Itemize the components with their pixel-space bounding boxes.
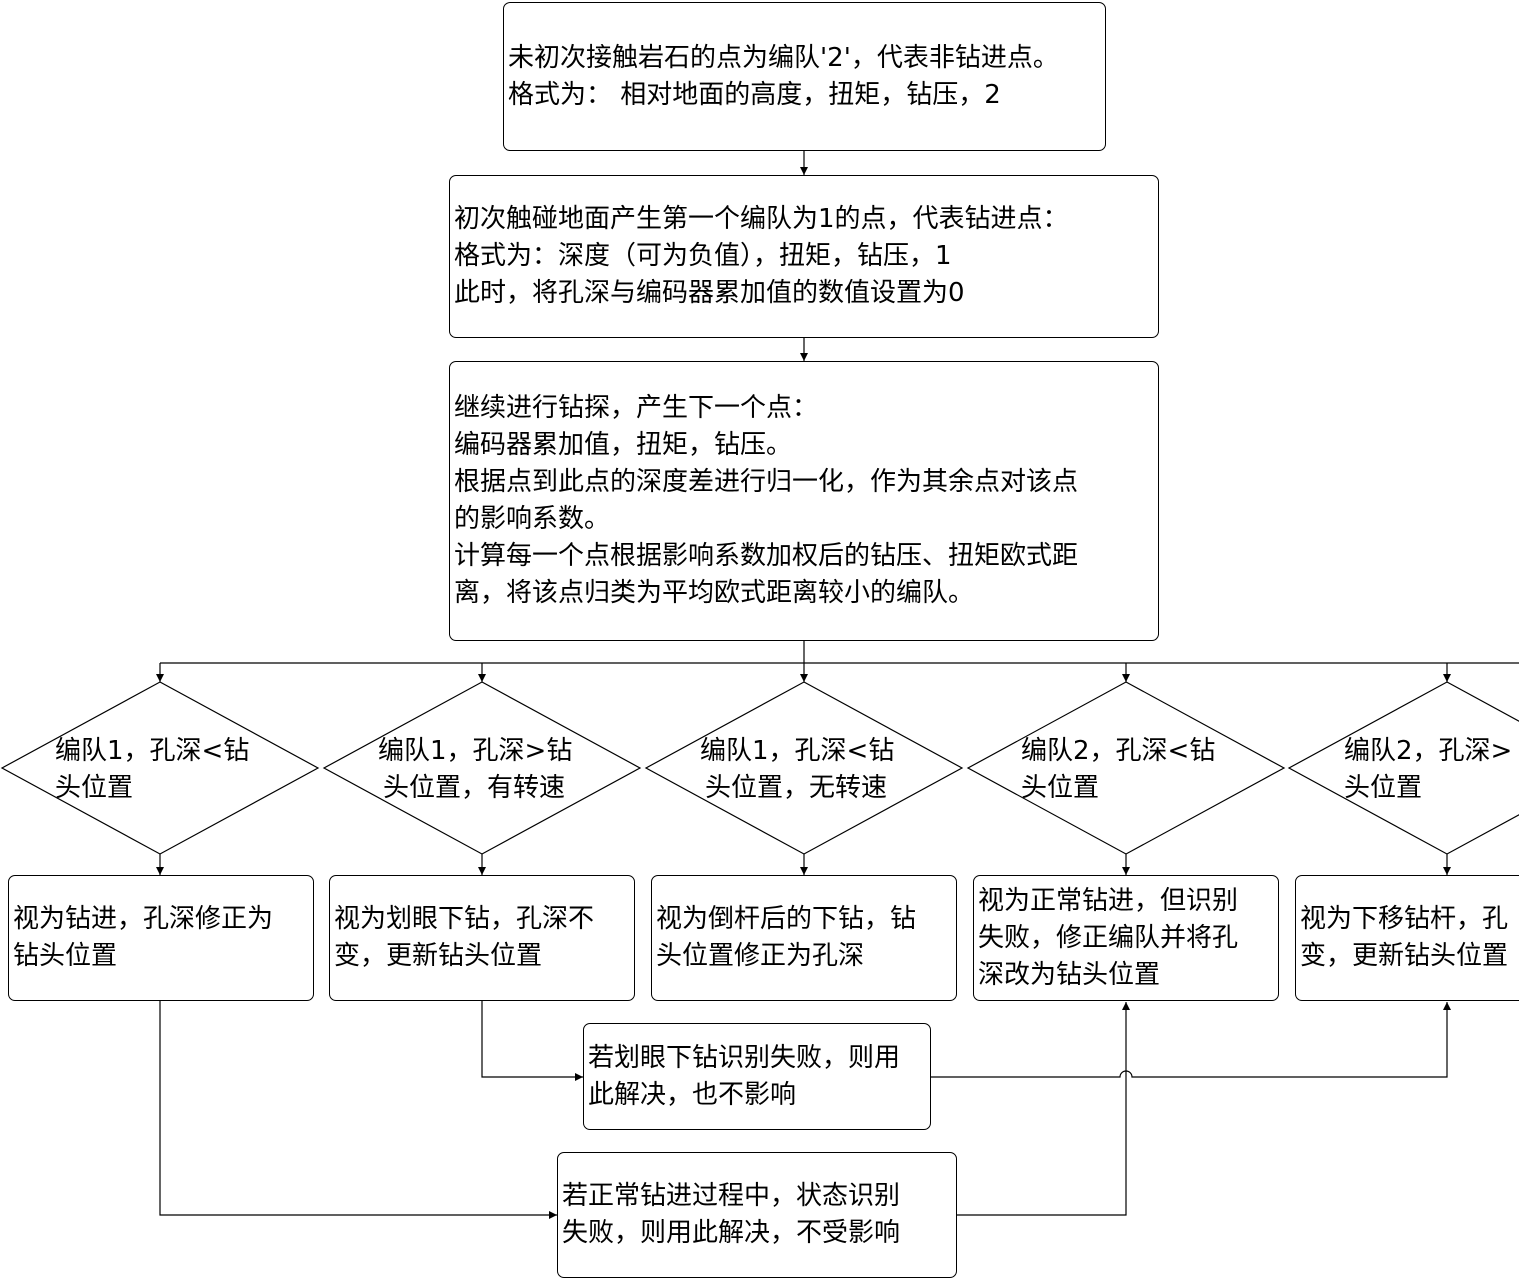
fix-box-normal: 若正常钻进过程中，状态识别 失败，则用此解决，不受影响	[557, 1152, 957, 1278]
decision-line: 头位置，无转速	[705, 773, 888, 803]
fix-box-reaming: 若划眼下钻识别失败，则用 此解决，也不影响	[583, 1023, 931, 1130]
box-line: 格式为：深度（可为负值），扭矩，钻压，1	[454, 241, 952, 271]
result-box-3: 视为倒杆后的下钻，钻 头位置修正为孔深	[651, 875, 957, 1001]
result-line: 视为钻进，孔深修正为	[13, 904, 274, 934]
decision-line: 编队1，孔深<钻	[55, 736, 250, 766]
fix-line: 失败，则用此解决，不受影响	[562, 1218, 901, 1248]
box-line: 计算每一个点根据影响系数加权后的钻压、扭矩欧式距	[454, 541, 1079, 571]
result-line: 变，更新钻头位置	[334, 941, 543, 971]
decision-line: 头位置	[55, 773, 134, 803]
box-continue-drilling: 继续进行钻探，产生下一个点： 编码器累加值，扭矩，钻压。 根据点到此点的深度差进…	[449, 361, 1159, 641]
result-line: 钻头位置	[13, 941, 118, 971]
box-line: 格式为： 相对地面的高度，扭矩，钻压，2	[508, 79, 1001, 110]
decision-label-1: 编队1，孔深<钻 头位置	[55, 733, 249, 807]
arrow-result-2-to-reaming-fix	[481, 1001, 583, 1081]
decision-label-4: 编队2，孔深<钻 头位置	[1021, 733, 1215, 807]
decision-line: 头位置	[1344, 773, 1423, 803]
fix-line: 若划眼下钻识别失败，则用	[588, 1042, 901, 1073]
result-line: 视为正常钻进，但识别	[978, 885, 1239, 916]
arrow-result-1-to-normal-fix	[159, 1001, 557, 1219]
arrow-reaming-fix-to-result-5	[931, 1002, 1451, 1078]
result-line: 视为倒杆后的下钻，钻	[656, 904, 917, 934]
decision-line: 编队1，孔深>钻	[378, 736, 573, 766]
result-line: 视为下移钻杆，孔	[1300, 904, 1509, 934]
result-line: 深改为钻头位置	[978, 959, 1161, 990]
fix-line: 若正常钻进过程中，状态识别	[562, 1181, 901, 1211]
box-first-contact: 初次触碰地面产生第一个编队为1的点，代表钻进点： 格式为：深度（可为负值），扭矩…	[449, 175, 1159, 338]
result-box-4: 视为正常钻进，但识别 失败，修正编队并将孔 深改为钻头位置	[973, 875, 1279, 1001]
box-uncontacted-point: 未初次接触岩石的点为编队'2'，代表非钻进点。 格式为： 相对地面的高度，扭矩，…	[503, 2, 1106, 151]
box-line: 继续进行钻探，产生下一个点：	[454, 393, 819, 423]
decision-label-5: 编队2，孔深> 头位置	[1344, 733, 1512, 807]
decision-line: 编队1，孔深<钻	[700, 736, 895, 766]
fix-line: 此解决，也不影响	[588, 1079, 797, 1110]
result-line: 视为划眼下钻，孔深不	[334, 904, 595, 934]
decision-line: 头位置，有转速	[383, 773, 566, 803]
result-line: 变，更新钻头位置	[1300, 941, 1509, 971]
box-line: 根据点到此点的深度差进行归一化，作为其余点对该点	[454, 467, 1079, 497]
box-line: 离，将该点归类为平均欧式距离较小的编队。	[454, 578, 975, 608]
box-line: 初次触碰地面产生第一个编队为1的点，代表钻进点：	[454, 204, 1069, 234]
decision-label-3: 编队1，孔深<钻 头位置，无转速	[700, 733, 894, 807]
result-box-1: 视为钻进，孔深修正为 钻头位置	[8, 875, 314, 1001]
result-box-2: 视为划眼下钻，孔深不 变，更新钻头位置	[329, 875, 635, 1001]
box-line: 此时，将孔深与编码器累加值的数值设置为0	[454, 278, 965, 308]
result-line: 失败，修正编队并将孔	[978, 922, 1239, 953]
arrow-normal-fix-to-result-4	[957, 1002, 1130, 1216]
box-line: 未初次接触岩石的点为编队'2'，代表非钻进点。	[508, 42, 1059, 73]
box-line: 的影响系数。	[454, 504, 611, 534]
decision-line: 编队2，孔深<钻	[1021, 736, 1216, 766]
decision-line: 头位置	[1021, 773, 1100, 803]
decision-line: 编队2，孔深>	[1344, 736, 1513, 766]
box-line: 编码器累加值，扭矩，钻压。	[454, 430, 793, 460]
decision-label-2: 编队1，孔深>钻 头位置，有转速	[378, 733, 572, 807]
result-box-5: 视为下移钻杆，孔 变，更新钻头位置	[1295, 875, 1519, 1001]
result-line: 头位置修正为孔深	[656, 941, 865, 971]
